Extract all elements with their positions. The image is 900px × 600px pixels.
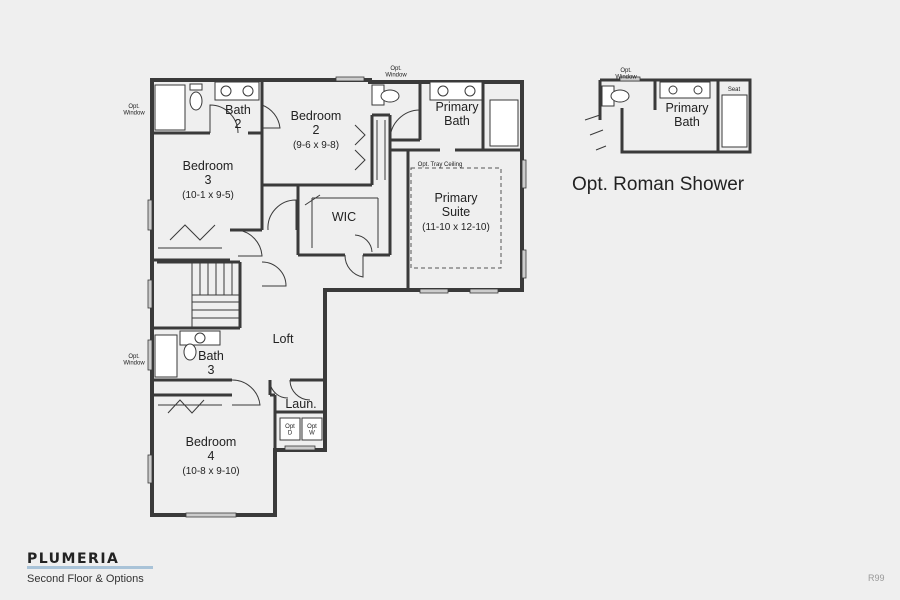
primary-suite-dims: (11-10 x 12-10) <box>422 222 490 233</box>
interior-walls <box>150 80 522 450</box>
inset-bath-label-1: Primary <box>665 101 709 115</box>
primary-suite-label-1: Primary <box>434 191 478 205</box>
doors <box>167 104 421 414</box>
bedroom2-label-2: 2 <box>313 123 320 137</box>
primary-suite-label-2: Suite <box>442 205 471 219</box>
bath2-label-2: 2 <box>235 117 242 131</box>
tray-ceiling <box>410 167 502 269</box>
bath3-label-2: 3 <box>208 363 215 377</box>
opt-window-note-3: Opt.Window <box>123 354 145 367</box>
laundry-label: Laun. <box>285 397 316 411</box>
bedroom4-label-2: 4 <box>208 449 215 463</box>
bedroom2-dims: (9-6 x 9-8) <box>293 140 339 151</box>
closet-shelves <box>158 120 386 406</box>
fixtures <box>154 81 519 441</box>
windows <box>147 76 527 518</box>
inset-bath-label-2: Bath <box>674 115 700 129</box>
brand-underline <box>27 566 153 569</box>
bedroom3-label-1: Bedroom <box>183 159 234 173</box>
bath2-label-1: Bath <box>225 103 251 117</box>
bath3-label-1: Bath <box>198 349 224 363</box>
roman-shower-title: Opt. Roman Shower <box>572 174 745 195</box>
primary-bath-label-2: Bath <box>444 114 470 128</box>
roman-shower-inset <box>598 78 752 154</box>
bedroom2-label-1: Bedroom <box>291 109 342 123</box>
bedroom4-dims: (10-8 x 9-10) <box>182 466 239 477</box>
inset-seat-label: Seat <box>728 87 741 93</box>
bedroom3-label-2: 3 <box>205 173 212 187</box>
plan-subtitle: Second Floor & Options <box>27 573 144 585</box>
loft-label: Loft <box>273 332 294 346</box>
opt-window-note-1: Opt.Window <box>123 104 145 117</box>
stairs <box>191 262 240 328</box>
opt-window-note-2: Opt.Window <box>385 66 407 79</box>
wic-label: WIC <box>332 210 356 224</box>
plan-code: R99 <box>868 573 885 583</box>
inset-window-note: Opt.Window <box>615 68 637 81</box>
bedroom4-label-1: Bedroom <box>186 435 237 449</box>
tray-ceiling-note: Opt. Tray Ceiling <box>418 162 463 168</box>
primary-bath-label-1: Primary <box>435 100 479 114</box>
bedroom3-dims: (10-1 x 9-5) <box>182 190 234 201</box>
brand-name: PLUMERIA <box>27 551 120 567</box>
